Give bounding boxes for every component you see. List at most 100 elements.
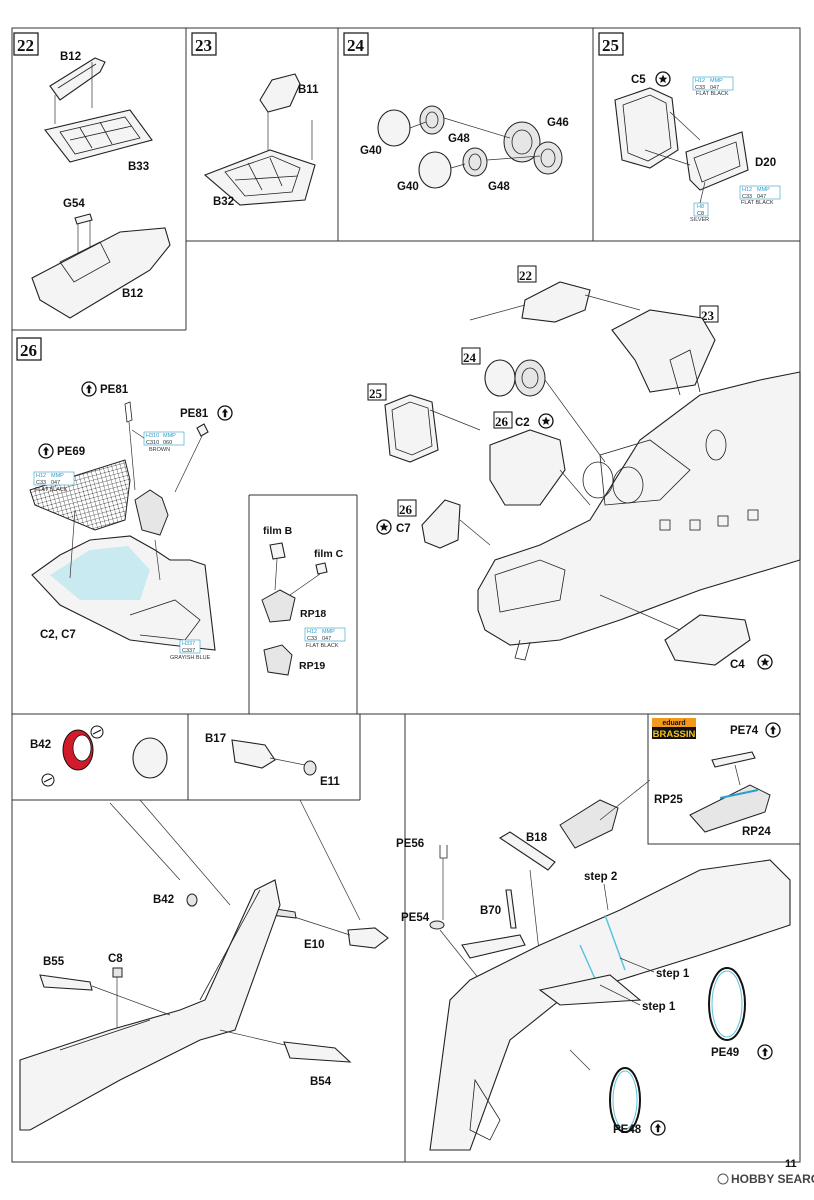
step-number: 24 <box>347 36 365 55</box>
svg-text:C33: C33 <box>695 85 705 91</box>
part-b70 <box>505 889 517 929</box>
svg-text:047: 047 <box>322 636 331 642</box>
label-b55: B55 <box>43 956 65 968</box>
svg-text:MMP: MMP <box>163 433 176 439</box>
paint-callout-flat-black: H12 MMP C33 047 FLAT BLACK <box>692 76 734 97</box>
label-pe81: PE81 <box>100 384 129 396</box>
label-c8: C8 <box>108 953 123 965</box>
label-g54: G54 <box>63 198 85 210</box>
photo-etch-icon <box>81 381 97 397</box>
tail-assembly-right: eduard BRASSIN PE74 RP25 RP24 PE56 B18 B… <box>396 718 791 1151</box>
svg-text:GRAYISH BLUE: GRAYISH BLUE <box>170 655 211 661</box>
label-b32: B32 <box>213 196 234 208</box>
svg-text:047: 047 <box>757 194 766 200</box>
instrument-assembly <box>134 489 169 536</box>
svg-text:MMP: MMP <box>710 78 723 84</box>
label-pe54: PE54 <box>401 912 430 924</box>
photo-etch-icon <box>765 722 781 738</box>
label-g48-lower: G48 <box>488 181 510 193</box>
part-group-25 <box>384 394 439 463</box>
part-b11 <box>259 73 301 113</box>
label-b42-lower: B42 <box>153 894 174 906</box>
svg-text:MMP: MMP <box>322 629 335 635</box>
label-b70: B70 <box>480 905 501 917</box>
label-rp19: RP19 <box>299 660 325 672</box>
photo-etch-icon <box>38 443 54 459</box>
part-pe74 <box>711 751 756 768</box>
label-c2: C2 <box>515 417 530 429</box>
label-b12: B12 <box>60 51 81 63</box>
step-number-26: 26 <box>20 341 37 360</box>
stabilizer-right <box>538 974 642 1006</box>
label-pe74: PE74 <box>730 725 759 737</box>
light-part <box>132 737 168 779</box>
label-c4: C4 <box>730 659 745 671</box>
label-pe48: PE48 <box>613 1124 642 1136</box>
page-number: 11 <box>785 1158 797 1170</box>
part-rp25 <box>689 784 771 833</box>
paint-callout-flat-black: H12 MMP C33 047 FLAT BLACK <box>33 471 75 493</box>
part-b18 <box>498 831 556 871</box>
svg-text:FLAT BLACK: FLAT BLACK <box>35 487 68 493</box>
label-step1: step 1 <box>656 968 690 980</box>
tail-boom-right <box>429 859 791 1151</box>
watermark: HOBBY SEARCH <box>717 1172 814 1186</box>
step-26-panel: C2, C7 26 PE81 PE81 PE69 H12 MMP C33 047… <box>16 337 346 676</box>
cover-part-b12 <box>31 227 171 319</box>
label-pe81-right: PE81 <box>180 408 209 420</box>
label-rp25: RP25 <box>654 794 683 806</box>
part-b55 <box>39 974 93 991</box>
light-housing <box>347 927 389 949</box>
cap-part-g40 <box>377 109 411 147</box>
svg-text:MMP: MMP <box>51 473 64 479</box>
frame-part-c5 <box>614 87 679 169</box>
step-23-panel: 23 B11 B32 <box>191 32 319 208</box>
svg-text:FLAT BLACK: FLAT BLACK <box>696 91 729 97</box>
label-b54: B54 <box>310 1076 332 1088</box>
ring-part-pe49 <box>708 967 746 1041</box>
film-c-part <box>315 562 328 575</box>
step-25-panel: 25 C5 D20 H12 MMP C33 047 FLAT BLACK H12… <box>598 32 781 223</box>
part-c8 <box>112 967 123 978</box>
tray-part-b33 <box>44 109 153 163</box>
helicopter-fuselage <box>477 371 801 646</box>
photo-etch-icon <box>650 1120 666 1136</box>
label-b18: B18 <box>526 832 548 844</box>
svg-text:FLAT BLACK: FLAT BLACK <box>741 200 774 206</box>
ring-part-g46 <box>503 121 541 163</box>
label-film-c: film C <box>314 548 344 560</box>
svg-text:H337: H337 <box>182 641 195 647</box>
star-icon <box>538 413 554 429</box>
svg-text:C8: C8 <box>697 211 704 217</box>
label-step2: step 2 <box>584 871 617 883</box>
svg-text:060: 060 <box>163 440 172 446</box>
label-b12-lower: B12 <box>122 288 143 300</box>
paint-callout-silver: H8 C8 SILVER <box>690 202 709 223</box>
ref-step-26a: 26 <box>495 414 509 429</box>
photo-etch-icon <box>757 1044 773 1060</box>
canopy-part-c2 <box>489 429 566 506</box>
part-b32 <box>203 149 316 206</box>
svg-text:FLAT BLACK: FLAT BLACK <box>306 643 339 649</box>
step-number: 25 <box>602 36 619 55</box>
label-film-b: film B <box>263 525 293 537</box>
label-pe49: PE49 <box>711 1047 739 1059</box>
label-b33: B33 <box>128 161 149 173</box>
rp18-part <box>261 589 296 623</box>
label-d20: D20 <box>755 157 776 169</box>
svg-text:C33: C33 <box>36 480 46 486</box>
label-e11: E11 <box>320 776 340 788</box>
label-c5: C5 <box>631 74 646 86</box>
ref-step-25: 25 <box>369 386 383 401</box>
label-rp18: RP18 <box>300 608 326 620</box>
label-c7: C7 <box>396 523 411 535</box>
svg-text:H310: H310 <box>146 433 159 439</box>
ref-step-22: 22 <box>519 268 532 283</box>
brassin-badge: eduard BRASSIN <box>652 718 696 740</box>
step-number: 22 <box>17 36 34 55</box>
label-rp24: RP24 <box>742 826 771 838</box>
part-b17 <box>231 739 276 769</box>
part-group-23 <box>611 309 716 393</box>
svg-text:BROWN: BROWN <box>149 447 170 453</box>
